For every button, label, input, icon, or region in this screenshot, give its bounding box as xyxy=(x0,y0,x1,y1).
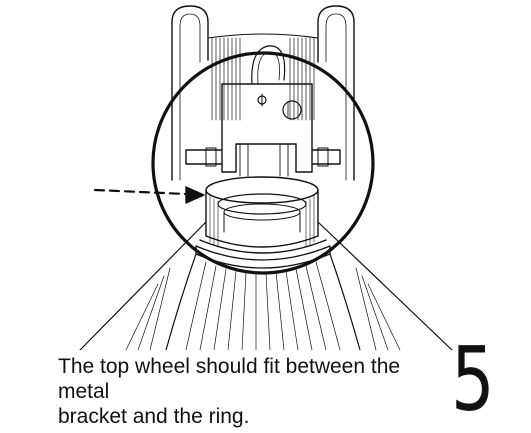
pointer-arrow-line xyxy=(93,188,188,196)
caption-line-1: The top wheel should fit between the met… xyxy=(58,355,401,403)
right-upright xyxy=(317,5,355,181)
pointer-arrowhead xyxy=(185,186,205,204)
wire-loop xyxy=(251,45,286,85)
step-number: 5 xyxy=(451,328,495,431)
ring xyxy=(195,245,331,269)
top-wheel xyxy=(199,176,327,254)
left-upright xyxy=(171,5,209,181)
caption-line-2: bracket and the ring. xyxy=(58,405,250,428)
cone-base xyxy=(79,221,453,350)
metal-bracket xyxy=(221,83,313,173)
instruction-caption: The top wheel should fit between the met… xyxy=(58,354,438,429)
top-fins xyxy=(211,37,315,121)
highlight-circle xyxy=(151,51,375,275)
axle xyxy=(185,147,341,167)
assembly-illustration xyxy=(79,5,453,350)
